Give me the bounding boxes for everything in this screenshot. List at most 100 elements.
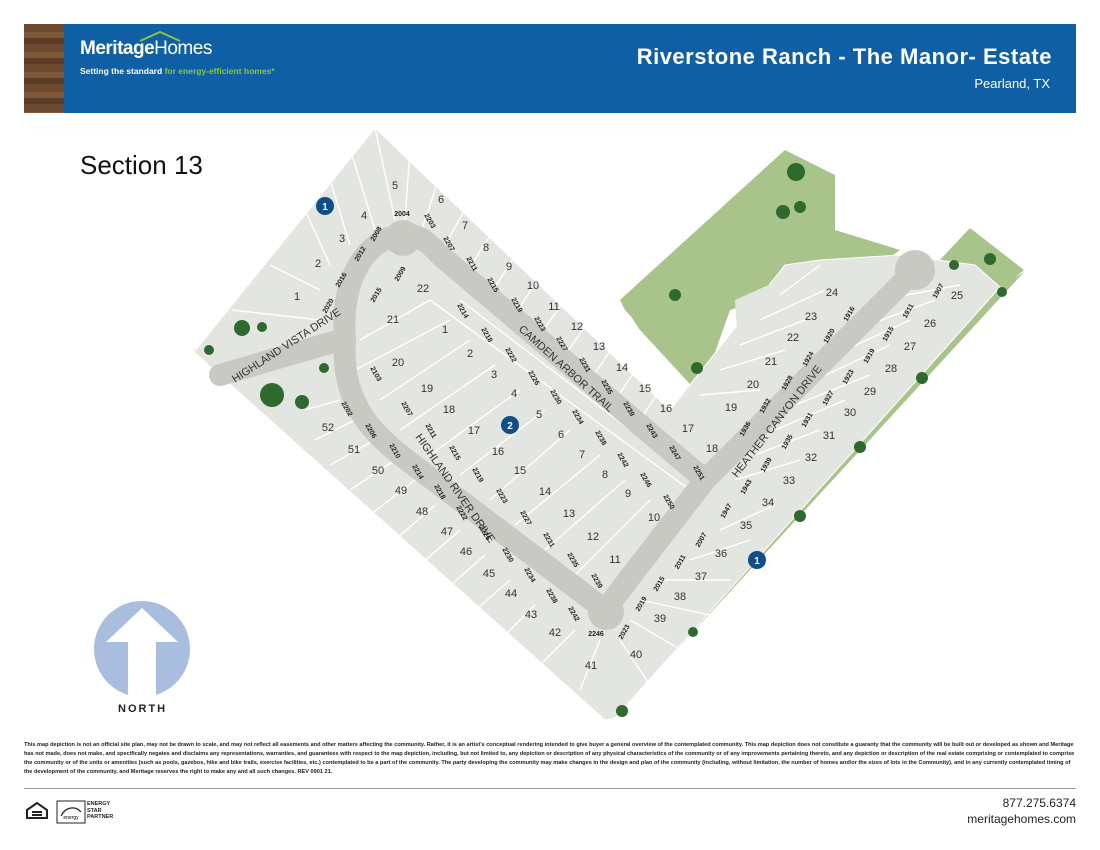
equal-housing-icon — [26, 801, 48, 819]
lot-number[interactable]: 15 — [639, 383, 651, 395]
lot-number[interactable]: 17 — [682, 423, 694, 435]
lot-number[interactable]: 51 — [348, 444, 360, 456]
lot-number[interactable]: 32 — [805, 452, 817, 464]
address-number: 2246 — [588, 631, 604, 638]
lot-number[interactable]: 2 — [315, 258, 321, 270]
lot-number[interactable]: 36 — [715, 548, 727, 560]
lot-number[interactable]: 5 — [536, 409, 542, 421]
lot-number[interactable]: 25 — [951, 290, 963, 302]
lot-number[interactable]: 47 — [441, 526, 453, 538]
lot-number[interactable]: 9 — [506, 261, 512, 273]
lot-number[interactable]: 21 — [765, 356, 777, 368]
lot-number[interactable]: 33 — [783, 475, 795, 487]
lot-number[interactable]: 49 — [395, 485, 407, 497]
lot-number[interactable]: 48 — [416, 506, 428, 518]
lot-number[interactable]: 22 — [417, 283, 429, 295]
lot-number[interactable]: 3 — [491, 369, 497, 381]
community-title: Riverstone Ranch - The Manor- Estate — [636, 44, 1052, 69]
lot-number[interactable]: 11 — [609, 554, 620, 566]
lot-number[interactable]: 35 — [740, 520, 752, 532]
map-markers[interactable]: 1 2 1 — [316, 197, 766, 569]
website-link[interactable]: meritagehomes.com — [967, 812, 1076, 826]
lot-number[interactable]: 21 — [387, 314, 399, 326]
highland-river-road — [333, 329, 616, 621]
lot-number[interactable]: 9 — [625, 488, 631, 500]
greenspace-park — [620, 150, 900, 395]
disclaimer-text: This map depiction is not an official si… — [24, 742, 1075, 775]
lot-number[interactable]: 7 — [579, 449, 585, 461]
lot-number[interactable]: 40 — [630, 649, 642, 661]
lot-number[interactable]: 1 — [442, 324, 448, 336]
lot-number[interactable]: 12 — [571, 321, 583, 333]
lot-number[interactable]: 4 — [511, 388, 517, 400]
lot-number[interactable]: 29 — [864, 386, 876, 398]
lots-east — [735, 258, 1000, 540]
roof-icon — [139, 30, 181, 42]
lot-number[interactable]: 13 — [563, 508, 575, 520]
lot-number[interactable]: 6 — [438, 194, 444, 206]
lot-number[interactable]: 15 — [514, 465, 526, 477]
north-label: NORTH — [118, 703, 168, 715]
cul-de-sac-nw — [385, 220, 421, 256]
lot-number[interactable]: 5 — [392, 180, 398, 192]
brand-logo[interactable]: MeritageHomes Setting the standard for e… — [80, 30, 275, 76]
lot-number[interactable]: 2 — [467, 348, 473, 360]
lot-number[interactable]: 30 — [844, 407, 856, 419]
lot-number[interactable]: 19 — [421, 383, 433, 395]
lot-number[interactable]: 26 — [924, 318, 936, 330]
lot-number[interactable]: 18 — [706, 443, 718, 455]
lot-number[interactable]: 6 — [558, 429, 564, 441]
lot-number[interactable]: 39 — [654, 613, 666, 625]
cul-de-sac-s — [588, 594, 624, 630]
lot-number[interactable]: 45 — [483, 568, 495, 580]
lot-number[interactable]: 22 — [787, 332, 799, 344]
lot-number[interactable]: 13 — [593, 341, 605, 353]
lot-number[interactable]: 52 — [322, 422, 334, 434]
lot-number[interactable]: 19 — [725, 402, 737, 414]
lot-number[interactable]: 11 — [548, 301, 559, 313]
lot-number[interactable]: 20 — [392, 357, 404, 369]
energy-star-label: ENERGY STAR PARTNER — [87, 801, 113, 821]
lot-number[interactable]: 44 — [505, 588, 517, 600]
lot-number[interactable]: 20 — [747, 379, 759, 391]
lot-number[interactable]: 8 — [483, 242, 489, 254]
greenspace-east — [935, 228, 1024, 290]
lot-number[interactable]: 46 — [460, 546, 472, 558]
lot-number[interactable]: 41 — [585, 660, 597, 672]
tagline-green: for energy-efficient homes* — [164, 66, 275, 76]
lot-number[interactable]: 3 — [339, 233, 345, 245]
lot-number[interactable]: 34 — [762, 497, 774, 509]
lot-number[interactable]: 17 — [468, 425, 480, 437]
lot-number[interactable]: 4 — [361, 210, 367, 222]
lot-number[interactable]: 18 — [443, 404, 455, 416]
lot-number[interactable]: 50 — [372, 465, 384, 477]
lot-number[interactable]: 16 — [660, 403, 672, 415]
lot-number[interactable]: 8 — [602, 469, 608, 481]
lot-number[interactable]: 37 — [695, 571, 707, 583]
lot-number[interactable]: 12 — [587, 531, 599, 543]
marker-1-east[interactable]: 1 — [748, 551, 766, 569]
lot-number[interactable]: 1 — [294, 291, 300, 303]
lot-number[interactable]: 28 — [885, 363, 897, 375]
lot-number[interactable]: 10 — [648, 512, 660, 524]
lot-number[interactable]: 14 — [616, 362, 628, 374]
marker-2[interactable]: 2 — [501, 416, 519, 434]
lot-number[interactable]: 42 — [549, 627, 561, 639]
lot-number[interactable]: 10 — [527, 280, 539, 292]
lot-number[interactable]: 14 — [539, 486, 551, 498]
lot-number[interactable]: 43 — [525, 609, 537, 621]
energy-star-line-2: STAR — [87, 807, 102, 814]
marker-1-north[interactable]: 1 — [316, 197, 334, 215]
lot-number[interactable]: 7 — [462, 220, 468, 232]
lot-number[interactable]: 27 — [904, 341, 916, 353]
lot-number[interactable]: 38 — [674, 591, 686, 603]
lot-number[interactable]: 23 — [805, 311, 817, 323]
lot-number[interactable]: 16 — [492, 446, 504, 458]
phone-number[interactable]: 877.275.6374 — [1002, 796, 1076, 810]
lot-number[interactable]: 31 — [823, 430, 835, 442]
energy-star-icon: energy — [56, 800, 86, 824]
lot-number[interactable]: 24 — [826, 287, 838, 299]
footer-divider — [24, 788, 1076, 789]
